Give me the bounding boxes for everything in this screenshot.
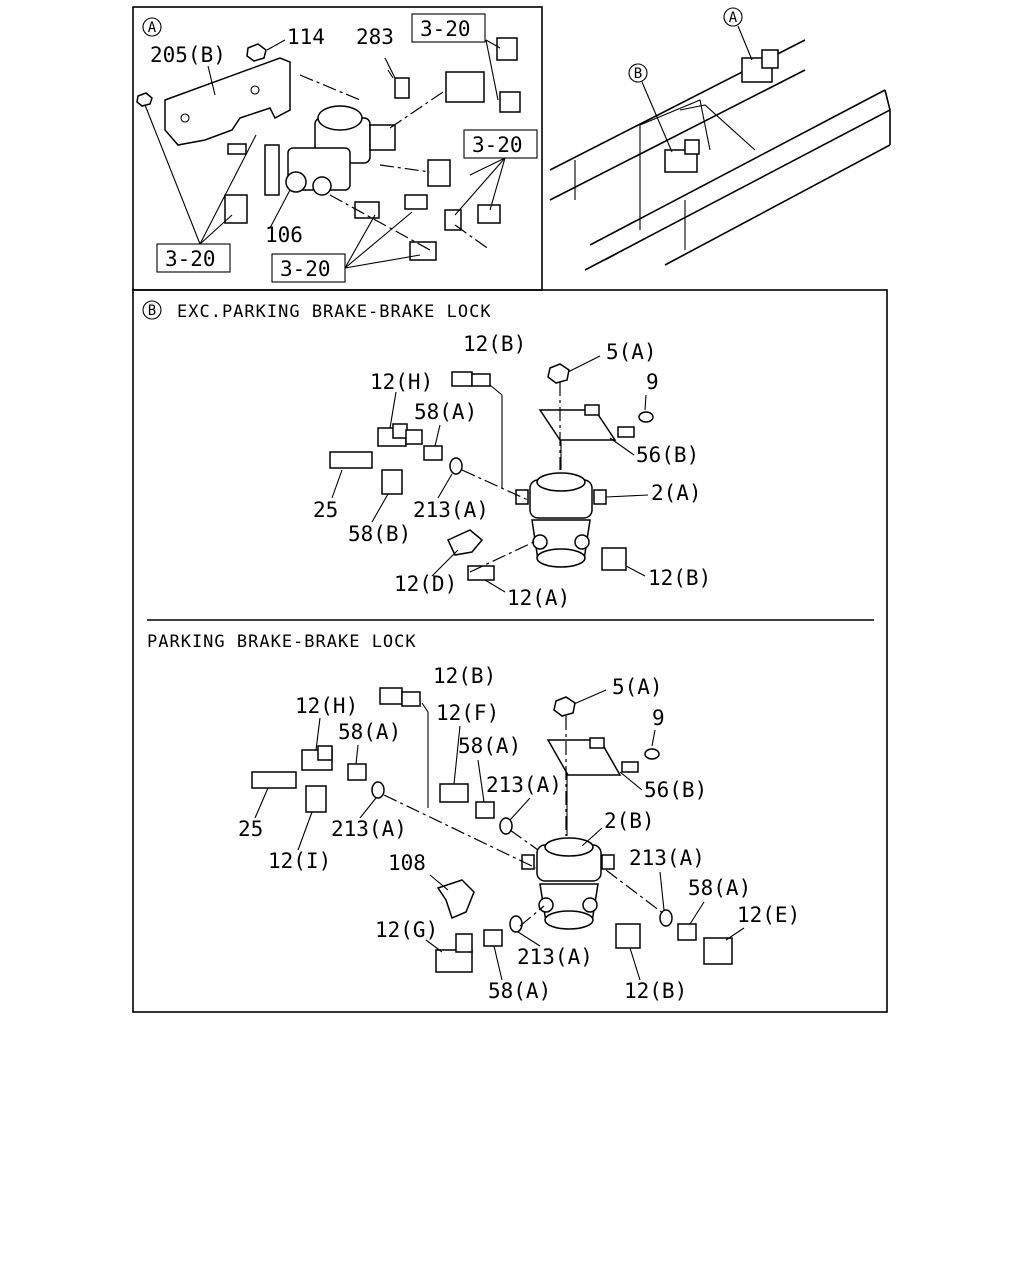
ring-213a-2	[371, 781, 385, 799]
nut-5a	[547, 363, 570, 384]
switch-25	[329, 451, 373, 469]
fitting-12g	[435, 949, 473, 973]
panel-a-marker: A	[148, 20, 157, 36]
overview-chassis: A B	[549, 7, 891, 271]
fitting-12d	[447, 529, 484, 556]
ring-213a	[449, 457, 463, 475]
plate-56b	[538, 409, 617, 441]
ring-213a-4	[509, 915, 523, 933]
adapter-58a-1	[347, 763, 367, 781]
label-213a-3: 213(A)	[629, 846, 705, 870]
ref-box-right	[463, 129, 538, 159]
panel-c-title: PARKING BRAKE-BRAKE LOCK	[147, 632, 417, 652]
label-12h: 12(H)	[295, 694, 358, 718]
label-56b: 56(B)	[644, 778, 707, 802]
fitting-a2	[427, 159, 451, 187]
fitting-12e	[703, 937, 733, 965]
label-213a-4: 213(A)	[517, 945, 593, 969]
label-9: 9	[646, 370, 659, 394]
panel-b-lower: PARKING BRAKE-BRAKE LOCK 12(B) 5(A) 12(H…	[147, 632, 800, 1003]
label-12f: 12(F)	[436, 701, 499, 725]
bolt-center	[227, 143, 247, 155]
label-12b-top: 12(B)	[463, 332, 526, 356]
fitting-12i	[305, 785, 327, 813]
washer-9	[638, 411, 654, 423]
label-2a: 2(A)	[651, 481, 702, 505]
nut-114	[246, 43, 267, 62]
nut-left	[136, 92, 153, 107]
label-12a: 12(A)	[507, 586, 570, 610]
label-12h: 12(H)	[370, 370, 433, 394]
bolt-283	[394, 77, 410, 99]
label-58a: 58(A)	[414, 400, 477, 424]
fitting-a4	[409, 241, 437, 261]
ring-213a-3	[659, 909, 673, 927]
panel-b-marker-circle	[142, 300, 162, 320]
ring-213a-1	[499, 817, 513, 835]
panel-b-marker: B	[148, 303, 156, 319]
fitting-12b-top	[379, 687, 403, 705]
switch-25	[251, 771, 297, 789]
label-12b-right: 12(B)	[648, 566, 711, 590]
label-12g: 12(G)	[375, 918, 438, 942]
plate-56b	[546, 739, 622, 776]
label-213a-1: 213(A)	[486, 773, 562, 797]
label-12i: 12(I)	[268, 849, 331, 873]
ref-box-left	[156, 243, 231, 273]
overview-marker-b: B	[634, 66, 642, 82]
overview-valve-b	[664, 149, 698, 173]
label-12b-bottom: 12(B)	[624, 979, 687, 1003]
label-106: 106	[265, 223, 303, 247]
bracket-205b	[164, 57, 291, 146]
adapter-58a-4	[483, 929, 503, 947]
label-12b-top: 12(B)	[433, 664, 496, 688]
label-58a-4: 58(A)	[488, 979, 551, 1003]
washer-9	[644, 748, 660, 760]
ref-right: 3-20	[472, 133, 523, 157]
label-9: 9	[652, 706, 665, 730]
adapter-58a-2	[475, 801, 495, 819]
panel-b-upper: B EXC.PARKING BRAKE-BRAKE LOCK 12(B) 5(A…	[142, 300, 711, 610]
label-213a: 213(A)	[413, 498, 489, 522]
overview-marker-a: A	[729, 10, 738, 26]
label-12e: 12(E)	[737, 903, 800, 927]
fitting-12a	[467, 565, 495, 581]
label-58b: 58(B)	[348, 522, 411, 546]
label-205b: 205(B)	[150, 43, 226, 67]
fitting-12b-right	[601, 547, 627, 571]
label-56b: 56(B)	[636, 443, 699, 467]
panel-a: A 114 205(B) 283 106 3-20 3-20 3-20 3-20	[136, 13, 538, 283]
panel-b-title: EXC.PARKING BRAKE-BRAKE LOCK	[177, 302, 492, 322]
adapter-58a	[423, 445, 443, 461]
ref-left: 3-20	[165, 247, 216, 271]
label-58a-1: 58(A)	[338, 720, 401, 744]
adapter-58b	[381, 469, 403, 495]
label-5a: 5(A)	[612, 675, 663, 699]
label-58a-2: 58(A)	[458, 734, 521, 758]
label-12d: 12(D)	[394, 572, 457, 596]
label-2b: 2(B)	[604, 809, 655, 833]
ref-top: 3-20	[420, 17, 471, 41]
panel-b-frame	[132, 289, 888, 1013]
ref-box-top	[411, 13, 486, 43]
label-114: 114	[287, 25, 325, 49]
label-108: 108	[388, 851, 426, 875]
fitting-12b-top	[451, 371, 473, 387]
label-25: 25	[238, 817, 263, 841]
ref-bottom: 3-20	[280, 257, 331, 281]
fitting-a1	[445, 71, 485, 103]
nut-5a	[553, 696, 576, 717]
label-283: 283	[356, 25, 394, 49]
label-213a-2: 213(A)	[331, 817, 407, 841]
overview-marker-b-circle	[628, 63, 648, 83]
panel-a-marker-circle	[142, 17, 162, 37]
overview-marker-a-circle	[723, 7, 743, 27]
fitting-12f	[439, 783, 469, 803]
adapter-58a-3	[677, 923, 697, 941]
label-5a: 5(A)	[606, 340, 657, 364]
fitting-12b-bottom	[615, 923, 641, 949]
label-58a-3: 58(A)	[688, 876, 751, 900]
label-25: 25	[313, 498, 338, 522]
